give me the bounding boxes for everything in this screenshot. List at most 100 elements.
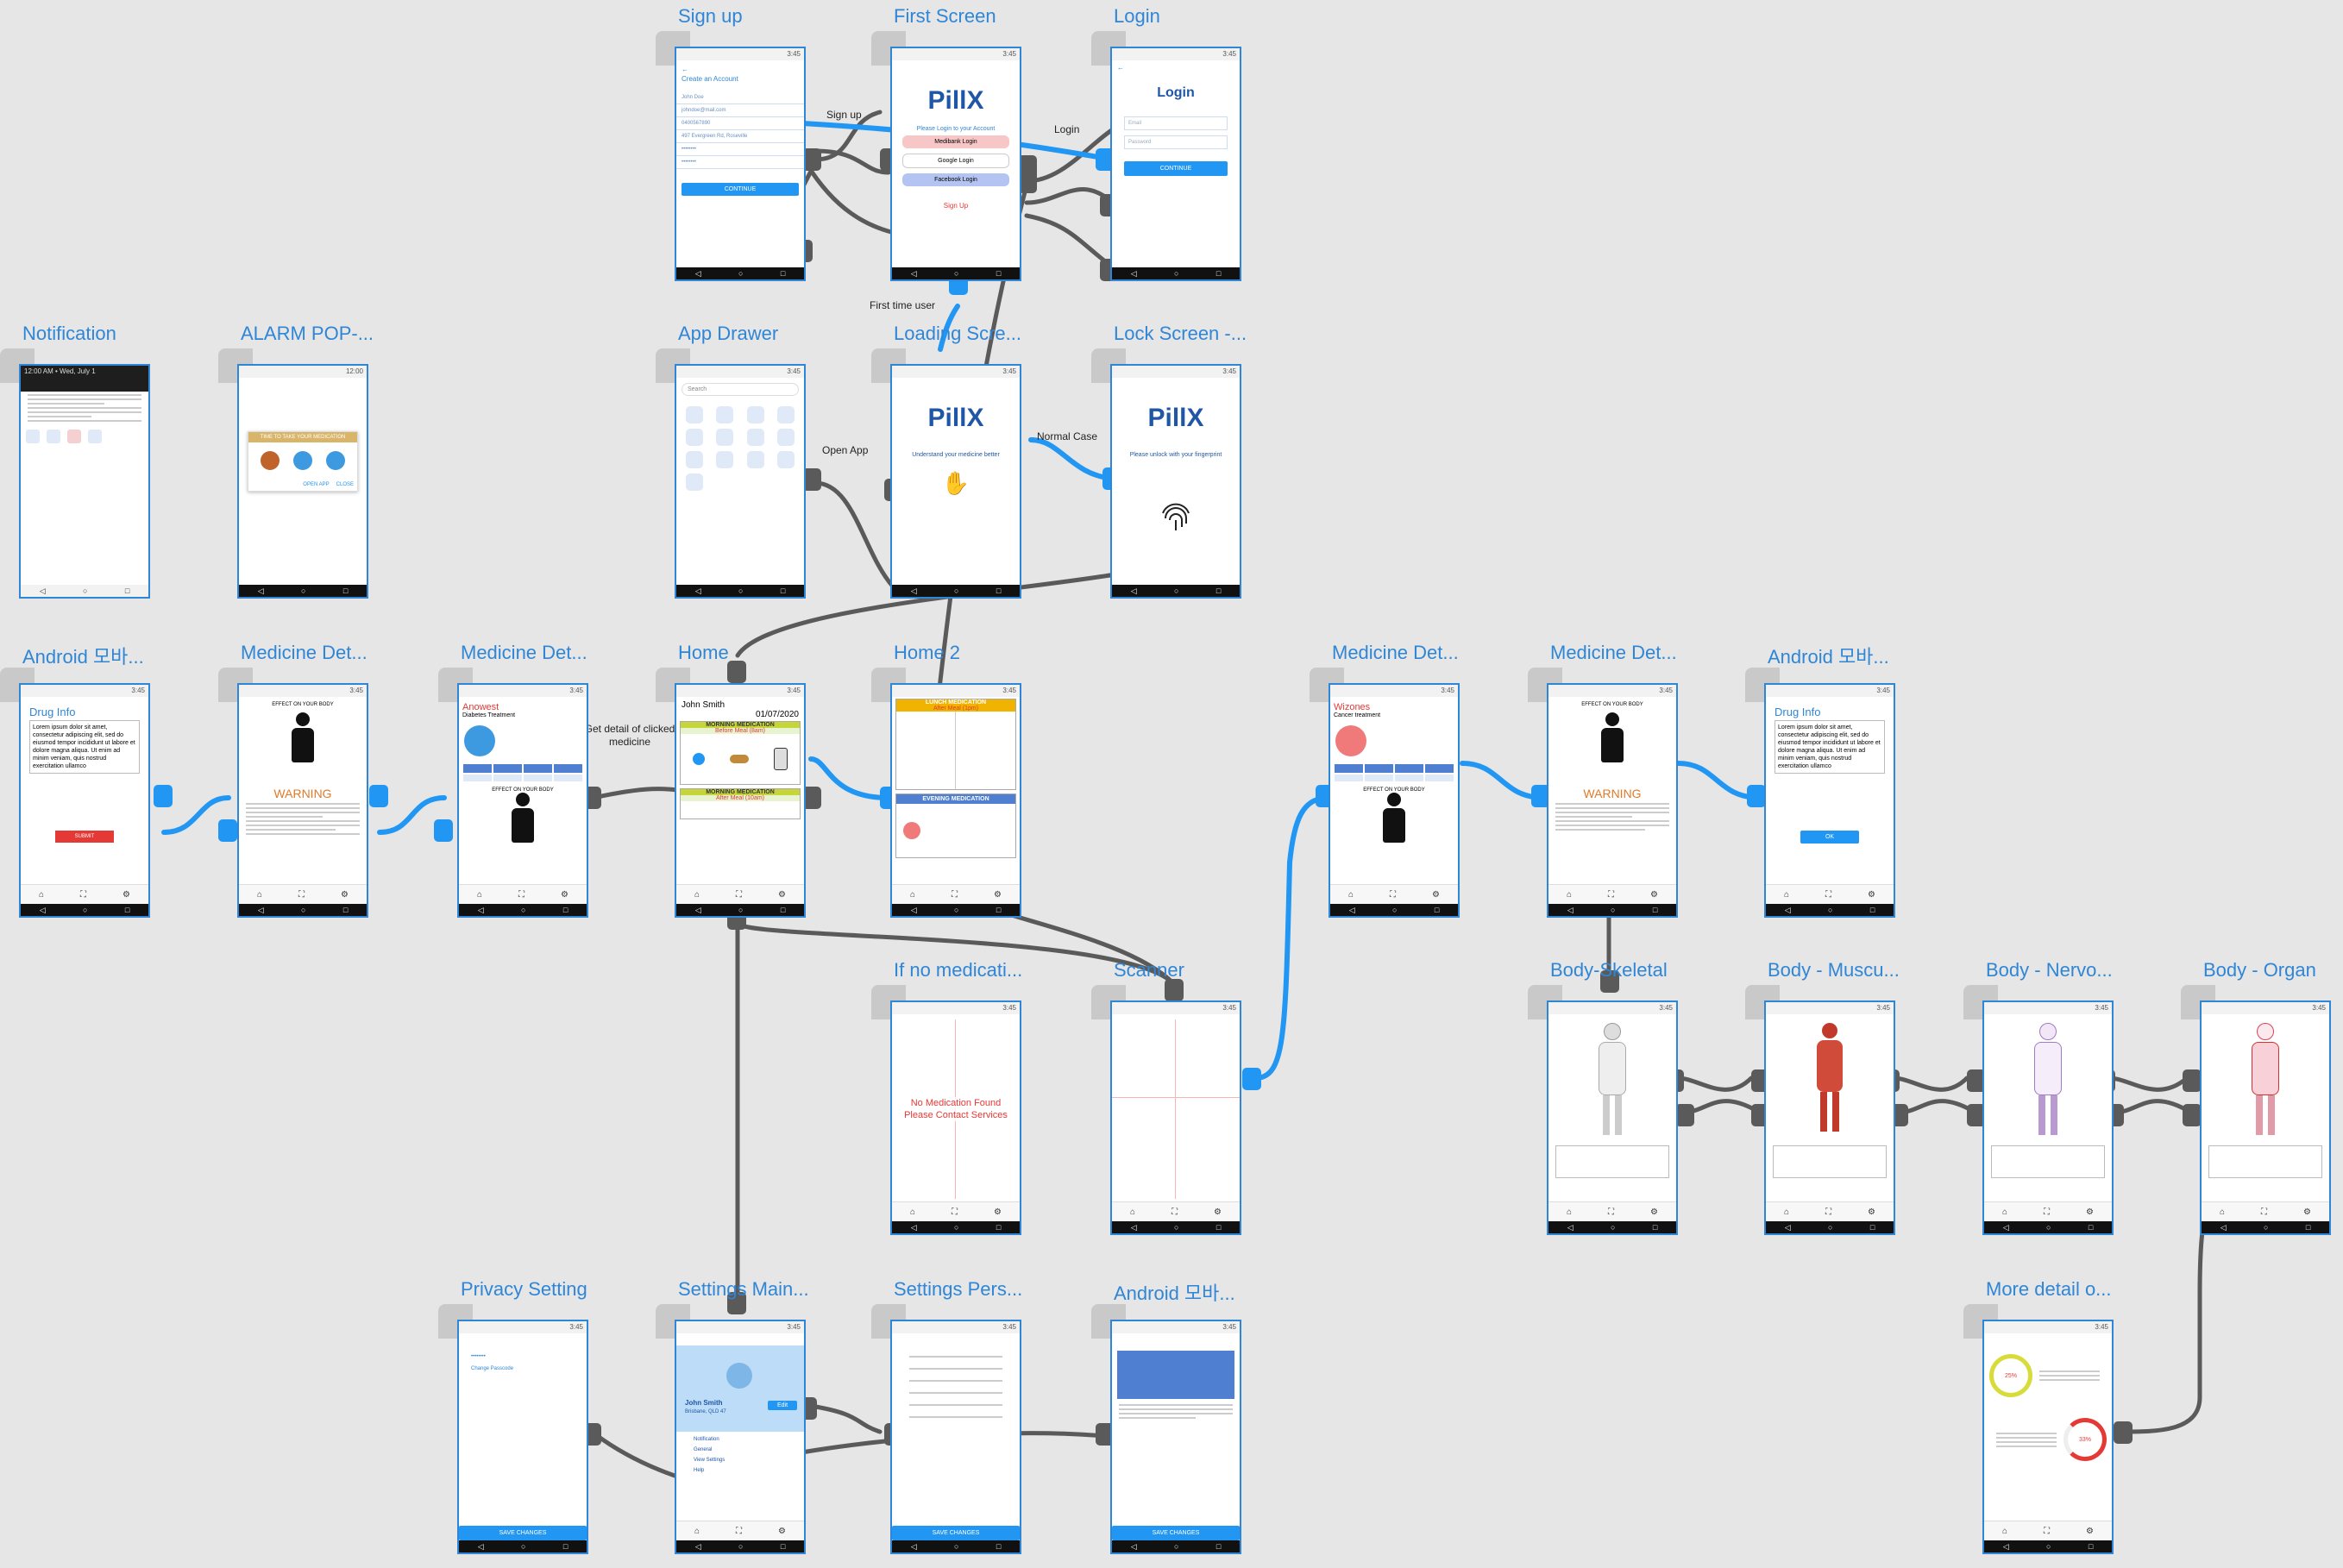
scanner-tab-icon[interactable]: ⛶ bbox=[2044, 1207, 2051, 1217]
bottom-tab-bar[interactable]: ⌂⛶⚙ bbox=[1548, 884, 1676, 904]
bottom-tab-bar[interactable]: ⌂⛶⚙ bbox=[1984, 1201, 2112, 1221]
search-input[interactable]: Search bbox=[682, 383, 799, 396]
email-field[interactable]: Email bbox=[1124, 116, 1228, 130]
screen-more-detail[interactable]: More detail o... 3:45 25% 33% ⌂⛶⚙ ◁○□ bbox=[1963, 1278, 2114, 1554]
screen-settings-personal[interactable]: Settings Pers... 3:45 SAVE CHANGES ◁○□ bbox=[871, 1278, 1022, 1554]
save-changes-button[interactable]: SAVE CHANGES bbox=[892, 1526, 1020, 1540]
signup-link[interactable]: Sign Up bbox=[943, 202, 969, 210]
screen-lock[interactable]: Lock Screen -... 3:45 PillX Please unloc… bbox=[1091, 323, 1247, 599]
address-field[interactable]: 497 Evergreen Rd, Roseville bbox=[676, 130, 804, 143]
scanner-tab-icon[interactable]: ⛶ bbox=[952, 1207, 958, 1217]
name-field[interactable]: John Doe bbox=[676, 91, 804, 104]
home-tab-icon[interactable]: ⌂ bbox=[1783, 889, 1790, 900]
ok-button[interactable]: OK bbox=[1800, 831, 1859, 844]
settings-tab-icon[interactable]: ⚙ bbox=[1214, 1207, 1222, 1217]
bottom-tab-bar[interactable]: ⌂⛶⚙ bbox=[676, 1521, 804, 1540]
bottom-tab-bar[interactable]: ⌂⛶⚙ bbox=[892, 1201, 1020, 1221]
phone-field[interactable]: 0400567890 bbox=[676, 117, 804, 130]
edit-profile-button[interactable]: Edit bbox=[768, 1401, 797, 1410]
scanner-tab-icon[interactable]: ⛶ bbox=[2044, 1526, 2051, 1536]
settings-tab-icon[interactable]: ⚙ bbox=[994, 889, 1002, 900]
screen-medicine-detail-3[interactable]: Medicine Det... 3:45 Wizones Cancer trea… bbox=[1310, 642, 1460, 918]
screen-loading[interactable]: Loading Scre... 3:45 PillX Understand yo… bbox=[871, 323, 1021, 599]
settings-tab-icon[interactable]: ⚙ bbox=[778, 1526, 786, 1536]
continue-button[interactable]: CONTINUE bbox=[682, 183, 799, 196]
settings-tab-icon[interactable]: ⚙ bbox=[341, 889, 349, 900]
screen-android-settings-table[interactable]: Android 모바... 3:45 SAVE CHANGES ◁○□ bbox=[1091, 1283, 1241, 1554]
home-tab-icon[interactable]: ⌂ bbox=[1129, 1207, 1136, 1217]
settings-tab-icon[interactable]: ⚙ bbox=[778, 889, 786, 900]
menu-view-settings[interactable]: View Settings bbox=[694, 1458, 726, 1463]
screen-notification[interactable]: Notification 12:00 AM • Wed, July 1 ◁○□ bbox=[0, 323, 150, 599]
bottom-tab-bar[interactable]: ⌂⛶⚙ bbox=[21, 884, 148, 904]
bottom-tab-bar[interactable]: ⌂ ⛶ ⚙ bbox=[676, 884, 804, 904]
morning-medication-card[interactable]: MORNING MEDICATION Before Meal (8am) bbox=[680, 721, 801, 785]
bottom-tab-bar[interactable]: ⌂ ⛶ ⚙ bbox=[1112, 1201, 1240, 1221]
screen-drug-info-2[interactable]: Android 모바... 3:45 Drug Info Lorem ipsum… bbox=[1745, 646, 1895, 918]
close-button[interactable]: CLOSE bbox=[336, 482, 354, 487]
medibank-login-button[interactable]: Medibank Login bbox=[902, 135, 1009, 148]
screen-body-nervous[interactable]: Body - Nervo... 3:45 ⌂⛶⚙ ◁○□ bbox=[1963, 959, 2114, 1235]
home-tab-icon[interactable]: ⌂ bbox=[1783, 1207, 1790, 1217]
scanner-tab-icon[interactable]: ⛶ bbox=[1608, 1207, 1615, 1217]
scanner-tab-icon[interactable]: ⛶ bbox=[1825, 1207, 1832, 1217]
facebook-login-button[interactable]: Facebook Login bbox=[902, 173, 1009, 186]
save-changes-button[interactable]: SAVE CHANGES bbox=[1112, 1526, 1240, 1540]
home-tab-icon[interactable]: ⌂ bbox=[38, 889, 45, 900]
home-tab-icon[interactable]: ⌂ bbox=[909, 1207, 916, 1217]
scanner-tab-icon[interactable]: ⛶ bbox=[736, 889, 743, 900]
confirm-password-field[interactable]: •••••••• bbox=[676, 156, 804, 169]
screen-app-drawer[interactable]: App Drawer 3:45 Search ◁○□ bbox=[656, 323, 806, 599]
fingerprint-icon[interactable] bbox=[1112, 501, 1240, 540]
save-changes-button[interactable]: SAVE CHANGES bbox=[459, 1526, 587, 1540]
lunch-medication-card[interactable]: LUNCH MEDICATION After Meal (1pm) bbox=[895, 699, 1016, 790]
scanner-tab-icon[interactable]: ⛶ bbox=[80, 889, 87, 900]
bottom-tab-bar[interactable]: ⌂⛶⚙ bbox=[1984, 1521, 2112, 1540]
menu-help[interactable]: Help bbox=[694, 1468, 705, 1473]
scanner-tab-icon[interactable]: ⛶ bbox=[952, 889, 958, 900]
screen-home-2[interactable]: Home 2 3:45 LUNCH MEDICATION After Meal … bbox=[871, 642, 1021, 918]
change-passcode-item[interactable]: Change Passcode bbox=[471, 1366, 514, 1371]
home-tab-icon[interactable]: ⌂ bbox=[1347, 889, 1354, 900]
back-icon[interactable]: ← bbox=[682, 66, 688, 73]
scanner-tab-icon[interactable]: ⛶ bbox=[2261, 1207, 2268, 1217]
home-tab-icon[interactable]: ⌂ bbox=[476, 889, 483, 900]
scanner-tab-icon[interactable]: ⛶ bbox=[518, 889, 525, 900]
screen-first[interactable]: First Screen 3:45 PillX Please Login to … bbox=[871, 5, 1021, 281]
screen-alarm-popup[interactable]: ALARM POP-... 12:00 TIME TO TAKE YOUR ME… bbox=[218, 323, 374, 599]
settings-tab-icon[interactable]: ⚙ bbox=[1650, 1207, 1658, 1217]
scanner-tab-icon[interactable]: ⛶ bbox=[1172, 1207, 1178, 1217]
bottom-tab-bar[interactable]: ⌂ ⛶ ⚙ bbox=[1330, 884, 1458, 904]
menu-notification[interactable]: Notification bbox=[694, 1437, 719, 1442]
screen-login[interactable]: Login 3:45 ← Login Email Password CONTIN… bbox=[1091, 5, 1241, 281]
open-app-button[interactable]: OPEN APP bbox=[303, 482, 330, 487]
continue-button[interactable]: CONTINUE bbox=[1124, 161, 1228, 176]
home-tab-icon[interactable]: ⌂ bbox=[694, 889, 700, 900]
settings-tab-icon[interactable]: ⚙ bbox=[2086, 1526, 2094, 1536]
screen-home[interactable]: Home 3:45 John Smith 01/07/2020 MORNING … bbox=[656, 642, 806, 918]
settings-tab-icon[interactable]: ⚙ bbox=[1868, 1207, 1875, 1217]
settings-tab-icon[interactable]: ⚙ bbox=[2303, 1207, 2311, 1217]
screen-body-skeletal[interactable]: Body-Skeletal 3:45 ⌂⛶⚙ ◁○□ bbox=[1528, 959, 1678, 1235]
screen-settings-main[interactable]: Settings Main... 3:45 John Smith Brisban… bbox=[656, 1278, 809, 1554]
home-tab-icon[interactable]: ⌂ bbox=[694, 1526, 700, 1536]
settings-tab-icon[interactable]: ⚙ bbox=[1650, 889, 1658, 900]
morning-medication-card-2[interactable]: MORNING MEDICATION After Meal (10am) bbox=[680, 788, 801, 819]
settings-tab-icon[interactable]: ⚙ bbox=[561, 889, 568, 900]
settings-tab-icon[interactable]: ⚙ bbox=[1868, 889, 1875, 900]
scanner-tab-icon[interactable]: ⛶ bbox=[1825, 889, 1832, 900]
screen-sign-up[interactable]: Sign up 3:45 ← Create an Account John Do… bbox=[656, 5, 806, 281]
home-tab-icon[interactable]: ⌂ bbox=[1566, 1207, 1573, 1217]
settings-tab-icon[interactable]: ⚙ bbox=[1432, 889, 1440, 900]
scanner-tab-icon[interactable]: ⛶ bbox=[1608, 889, 1615, 900]
bottom-tab-bar[interactable]: ⌂ ⛶ ⚙ bbox=[459, 884, 587, 904]
bottom-tab-bar[interactable]: ⌂ ⛶ ⚙ bbox=[1766, 1201, 1894, 1221]
home-tab-icon[interactable]: ⌂ bbox=[2001, 1207, 2008, 1217]
submit-button[interactable]: SUBMIT bbox=[55, 831, 114, 843]
scanner-tab-icon[interactable]: ⛶ bbox=[298, 889, 305, 900]
personal-detail-list[interactable] bbox=[892, 1356, 1020, 1418]
scanner-tab-icon[interactable]: ⛶ bbox=[1390, 889, 1397, 900]
screen-scanner[interactable]: Scanner 3:45 ⌂⛶⚙ ◁○□ bbox=[1091, 959, 1241, 1235]
home-tab-icon[interactable]: ⌂ bbox=[256, 889, 263, 900]
home-tab-icon[interactable]: ⌂ bbox=[2219, 1207, 2226, 1217]
